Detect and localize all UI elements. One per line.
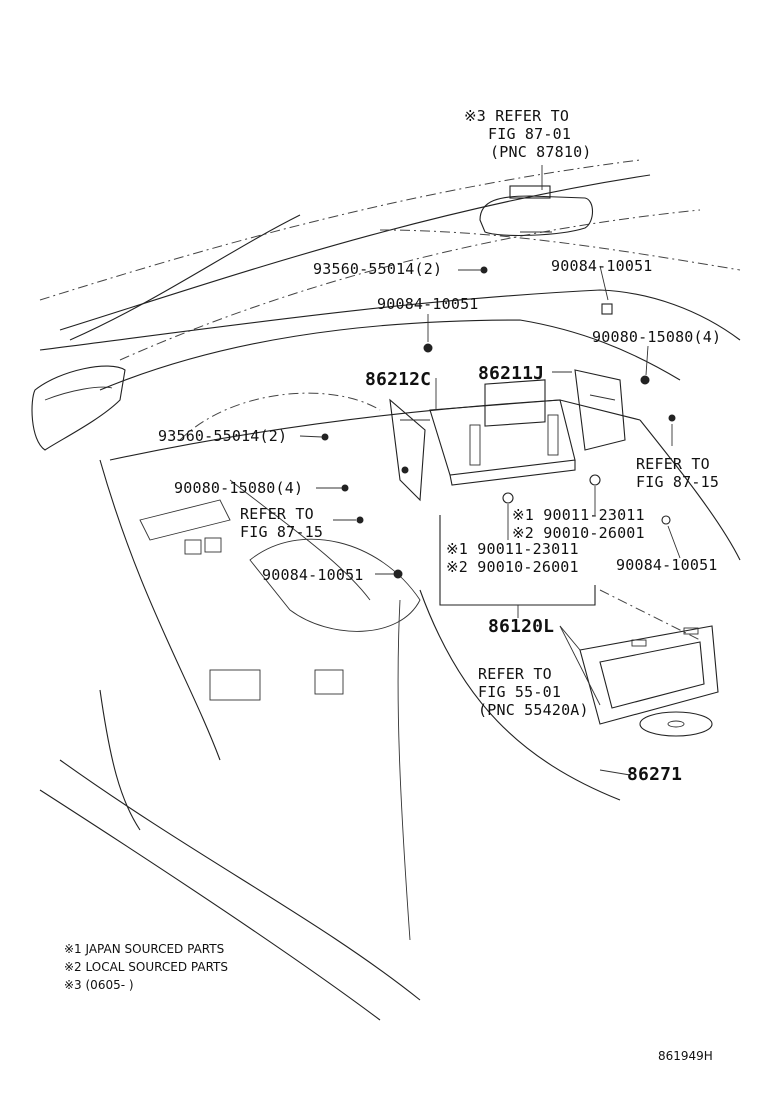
pedal-2: [314, 669, 344, 695]
windshield-upper-edge: [39, 159, 641, 301]
part-90010-26001-right: ※2 90010-26001: [512, 524, 645, 542]
refer-fig-87-01-line3: (PNC 87810): [490, 143, 592, 161]
part-86120l: 86120L: [488, 616, 555, 637]
switch-1: [184, 539, 202, 555]
center-stack-right: [639, 419, 741, 561]
refer-fig-55-01-line1: REFER TO: [478, 665, 552, 683]
switch-2: [204, 537, 222, 553]
head-unit: [429, 379, 576, 486]
note-japan-sourced: ※1 JAPAN SOURCED PARTS: [64, 942, 225, 956]
leader-lines: [299, 165, 681, 776]
door-sill-2: [39, 789, 381, 1021]
roof-line: [119, 209, 701, 361]
kick-panel: [99, 689, 141, 831]
pillar-trim: [397, 599, 411, 941]
refer-fig-87-15-left-line1: REFER TO: [240, 505, 314, 523]
floor-edge: [419, 589, 621, 801]
refer-fig-87-15-right-line2: FIG 87-15: [636, 473, 720, 491]
part-86212c: 86212C: [365, 369, 432, 390]
refer-fig-55-01-line3: (PNC 55420A): [478, 701, 589, 719]
part-93560-55014-left: 93560-55014(2): [158, 427, 288, 445]
refer-fig-87-15-right-line1: REFER TO: [636, 455, 710, 473]
part-90084-10051-left: 90084-10051: [262, 566, 364, 584]
part-86211j: 86211J: [478, 363, 545, 384]
a-pillar: [69, 214, 301, 341]
part-90084-10051-right: 90084-10051: [616, 556, 718, 574]
rear-view-mirror: [479, 185, 594, 237]
part-93560-55014-top: 93560-55014(2): [313, 260, 443, 278]
part-86271: 86271: [627, 764, 683, 785]
refer-fig-87-15-left-line2: FIG 87-15: [240, 523, 324, 541]
bracket-86212c: [389, 398, 430, 502]
part-90011-23011-right: ※1 90011-23011: [512, 506, 645, 524]
door-sill: [59, 759, 421, 1001]
vent-left: [139, 499, 231, 541]
windshield-lower-edge: [59, 174, 651, 331]
cd-disc: [639, 711, 713, 737]
steering-column: [229, 479, 371, 601]
note-local-sourced: ※2 LOCAL SOURCED PARTS: [64, 960, 228, 974]
refer-fig-55-01-line2: FIG 55-01: [478, 683, 562, 701]
refer-fig-87-01-line1: ※3 REFER TO: [464, 107, 570, 125]
note-date-range: ※3 (0605- ): [64, 978, 134, 992]
part-90080-15080-right: 90080-15080(4): [592, 328, 722, 346]
part-90080-15080-left: 90080-15080(4): [174, 479, 304, 497]
part-90084-10051-mid: 90084-10051: [377, 295, 479, 313]
part-90084-10051-topright: 90084-10051: [551, 257, 653, 275]
part-90011-23011-left: ※1 90011-23011: [446, 540, 579, 558]
screw-markers: [321, 266, 676, 579]
display-bezel: [579, 625, 719, 725]
steering-wheel: [249, 538, 421, 632]
bracket-86211j: [574, 369, 626, 451]
side-mirror: [31, 365, 126, 451]
instrument-hood: [179, 392, 381, 441]
part-90010-26001-left: ※2 90010-26001: [446, 558, 579, 576]
dashboard-crown: [99, 319, 681, 391]
lower-dash: [99, 459, 221, 761]
refer-fig-87-01-line2: FIG 87-01: [488, 125, 572, 143]
roof-line-2: [379, 229, 741, 271]
console-edge: [599, 589, 701, 641]
dashboard-top: [39, 289, 741, 351]
pedal: [209, 669, 261, 701]
figure-id: 861949H: [658, 1049, 713, 1063]
